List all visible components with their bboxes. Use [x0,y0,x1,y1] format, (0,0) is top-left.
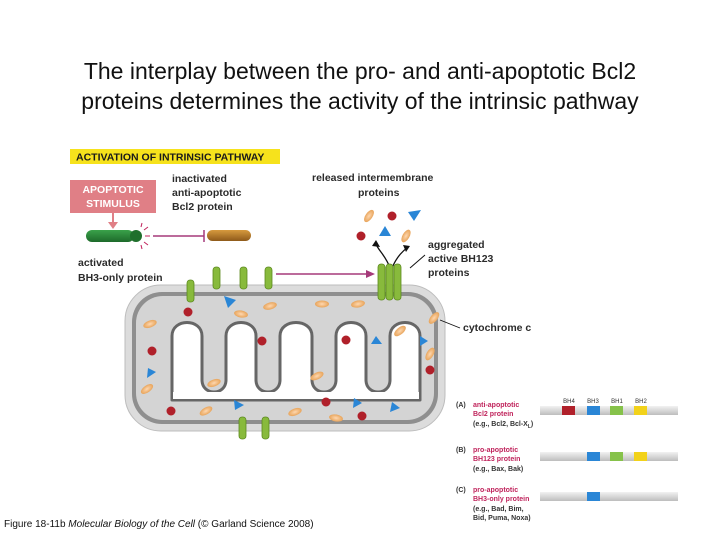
row-b-bh2 [634,452,647,461]
row-a: (A) anti-apoptotic Bcl2 protein (e.g., B… [456,402,678,430]
row-c-line4: Bid, Puma, Noxa) [473,515,531,522]
inactivated-label-3: Bcl2 protein [172,201,233,213]
aggregated-label-2: active BH123 [428,253,494,265]
pore-arrowhead-left [372,240,380,247]
aggregated-label-3: proteins [428,267,470,279]
aggregated-pointer [409,254,426,269]
row-b-bh1 [610,452,623,461]
matrix-floor [173,392,419,399]
row-a-line3: (e.g., Bcl2, Bcl-XL) [473,421,533,430]
caption-suffix: (© Garland Science 2008) [195,519,314,530]
bh3-label-1: activated [78,257,124,269]
inactivated-label-2: anti-apoptotic [172,187,242,199]
domain-label-bh2: BH2 [635,399,647,405]
stimulus-line-2: STIMULUS [86,198,140,210]
diagram-header-bg [70,149,280,164]
membrane-bh123-proteins [186,263,402,440]
row-a-bh3 [587,406,600,415]
row-c-bh3 [587,492,600,501]
cytochrome-c-molecules [140,300,440,422]
released-proteins [356,209,421,243]
activation-arrowhead [366,270,375,278]
row-a-bh1 [610,406,623,415]
pore-arrowhead-right [403,245,410,252]
caption-prefix: Figure 18-11b [4,519,69,530]
blue-intermembrane-proteins [147,296,428,412]
row-c-line2: BH3-only protein [473,496,529,503]
caption-book-title: Molecular Biology of the Cell [68,519,196,530]
apoptotic-stimulus-box [70,180,156,213]
stimulus-line-1: APOPTOTIC [82,184,143,196]
bh3-only-protein [86,230,134,242]
bh3-label-2: BH3-only protein [78,272,163,284]
row-a-bh2 [634,406,647,415]
row-b-bar [540,452,678,461]
released-label-1: released intermembrane [312,172,434,184]
domain-label-bh4: BH4 [563,399,575,405]
row-a-bh4 [562,406,575,415]
row-a-bar [540,406,678,415]
row-b-line2: BH123 protein [473,456,520,463]
stimulus-arrowhead [108,222,118,229]
row-b: (B) pro-apoptotic BH123 protein (e.g., B… [456,447,678,473]
row-c-line3: (e.g., Bad, Bim, [473,506,524,513]
row-a-letter: (A) [456,402,466,409]
title-line-1: The interplay between the pro- and anti-… [83,58,637,84]
row-c-letter: (C) [456,487,466,494]
title-line-2: proteins determines the activity of the … [81,88,639,114]
domain-label-bh3: BH3 [587,399,599,405]
cytochrome-label: cytochrome c [463,322,531,334]
row-a-line1: anti-apoptotic [473,402,519,409]
red-intermembrane-proteins [147,307,435,421]
activation-burst-icon [140,222,150,250]
diagram-header: ACTIVATION OF INTRINSIC PATHWAY [76,152,264,164]
row-c-line1: pro-apoptotic [473,487,518,494]
aggregated-label-1: aggregated [428,239,485,251]
inactivated-bcl2-protein [207,230,251,241]
released-label-2: proteins [358,187,400,199]
page-title: The interplay between the pro- and anti-… [0,56,720,116]
domain-label-bh1: BH1 [611,399,623,405]
row-b-bh3 [587,452,600,461]
cytochrome-pointer [439,319,461,329]
row-b-line3: (e.g., Bax, Bak) [473,466,523,473]
row-b-letter: (B) [456,447,466,454]
figure-caption: Figure 18-11b Molecular Biology of the C… [4,519,314,530]
row-a-line2: Bcl2 protein [473,411,513,418]
inactivated-label-1: inactivated [172,173,227,185]
bh3-only-protein-head [130,230,142,242]
row-b-line1: pro-apoptotic [473,447,518,454]
row-c-bar [540,492,678,501]
row-c: (C) pro-apoptotic BH3-only protein (e.g.… [456,487,678,522]
